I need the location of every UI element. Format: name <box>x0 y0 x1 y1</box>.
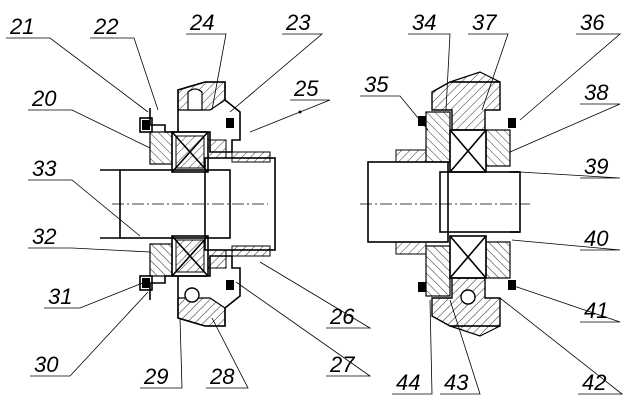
callout-40: 40 <box>584 226 609 251</box>
callout-42: 42 <box>582 370 606 395</box>
callout-35: 35 <box>364 72 389 97</box>
callout-32: 32 <box>32 224 56 249</box>
right-shaft <box>367 161 449 243</box>
callout-34: 34 <box>412 10 436 35</box>
callout-labels: 21 22 24 23 25 20 33 32 31 30 29 28 27 2… <box>9 10 609 395</box>
callout-36: 36 <box>580 10 605 35</box>
callout-33: 33 <box>32 156 57 181</box>
right-assembly <box>360 71 530 337</box>
callout-21: 21 <box>9 14 34 39</box>
callout-22: 22 <box>93 14 118 39</box>
callout-28: 28 <box>209 364 235 389</box>
callout-44: 44 <box>396 370 420 395</box>
callout-20: 20 <box>31 86 57 111</box>
callout-31: 31 <box>48 284 72 309</box>
callout-27: 27 <box>329 352 355 377</box>
leader-lines-left <box>6 33 372 389</box>
leader-lines-right <box>360 33 624 395</box>
callout-30: 30 <box>34 352 59 377</box>
callout-41: 41 <box>584 298 608 323</box>
callout-26: 26 <box>329 304 355 329</box>
callout-37: 37 <box>472 10 497 35</box>
callout-29: 29 <box>143 364 168 389</box>
callout-38: 38 <box>584 80 609 105</box>
callout-23: 23 <box>285 10 311 35</box>
callout-25: 25 <box>293 76 319 101</box>
callout-39: 39 <box>584 154 608 179</box>
callout-24: 24 <box>189 10 214 35</box>
left-assembly <box>100 81 276 327</box>
callout-43: 43 <box>444 370 469 395</box>
